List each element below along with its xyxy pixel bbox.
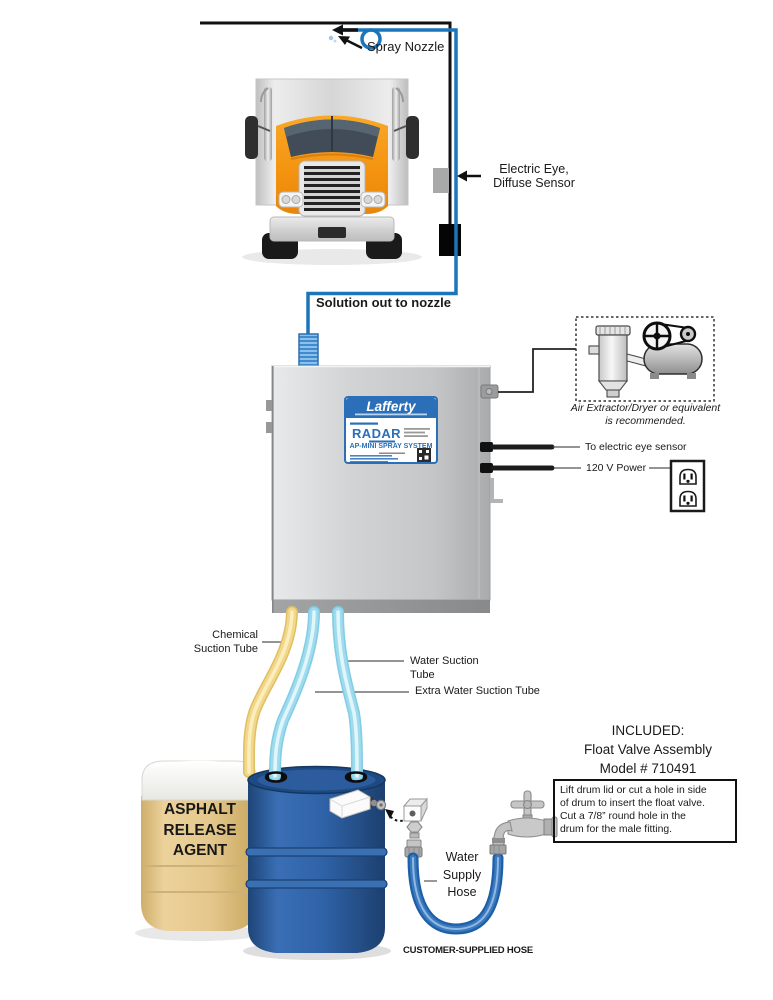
chemical-suction-tube xyxy=(242,606,298,778)
water-supply-hose xyxy=(407,852,504,935)
corrugated-tube xyxy=(298,333,319,369)
power-label: 120 V Power xyxy=(586,462,647,474)
spray-nozzle-arrow xyxy=(338,36,363,50)
float-valve-note-box: Lift drum lid or cut a hole in side of d… xyxy=(553,779,737,843)
truck-illustration xyxy=(242,78,422,265)
unit-label xyxy=(344,396,438,464)
included-item: Float Valve Assembly xyxy=(583,742,713,757)
qr-code xyxy=(417,448,431,462)
unit-system-label: AP-MINI SPRAY SYSTEM xyxy=(349,443,433,450)
water-suction-tube-label: Water Suction Tube xyxy=(410,655,479,681)
air-supply-line xyxy=(498,348,590,393)
license-plate xyxy=(318,227,346,238)
solution-tubing xyxy=(306,28,458,336)
sensor-cable-connector xyxy=(480,442,493,452)
faucet-icon xyxy=(492,790,558,843)
water-suction-tubes xyxy=(264,606,368,783)
extra-water-suction-tube-label: Extra Water Suction Tube xyxy=(415,685,540,697)
control-box xyxy=(266,365,555,613)
male-fitting-parts xyxy=(402,797,429,858)
mounting-frame xyxy=(200,21,452,250)
air-equipment-box xyxy=(575,316,715,402)
spray-nozzle-icon xyxy=(328,24,358,43)
chemical-suction-tube-label: Chemical Suction Tube xyxy=(193,629,258,655)
water-supply-hose-label: Water Supply Hose xyxy=(442,850,482,899)
air-extractor-dryer-icon xyxy=(588,325,647,398)
air-compressor-icon xyxy=(642,321,703,379)
electric-eye-sensor xyxy=(433,168,449,193)
unit-product-label: RADAR xyxy=(352,426,401,441)
float-valve-assembly xyxy=(329,789,387,819)
pointer-lines xyxy=(262,446,671,882)
included-heading: INCLUDED: xyxy=(611,723,685,738)
air-extractor-note: Air Extractor/Dryer or equivalent is rec… xyxy=(570,402,721,427)
spray-nozzle-label: Spray Nozzle xyxy=(367,39,445,54)
right-mirror xyxy=(406,116,419,159)
power-cable-connector xyxy=(480,463,493,473)
power-outlet-icon xyxy=(669,459,706,513)
electric-eye-label: Electric Eye, Diffuse Sensor xyxy=(493,162,575,190)
chemical-drum xyxy=(141,760,258,931)
unit-brand-label: Lafferty xyxy=(366,399,416,414)
customer-supplied-hose-label: CUSTOMER-SUPPLIED HOSE xyxy=(403,945,534,956)
asphalt-drum-label: ASPHALT RELEASE AGENT xyxy=(163,801,237,859)
to-electric-eye-label: To electric eye sensor xyxy=(585,441,687,453)
included-block: INCLUDED: Float Valve Assembly Model # 7… xyxy=(553,721,743,778)
electric-eye-arrow xyxy=(457,170,481,182)
solution-out-label: Solution out to nozzle xyxy=(316,295,452,310)
included-model: Model # 710491 xyxy=(599,761,697,776)
water-drum xyxy=(245,765,388,953)
left-mirror xyxy=(245,116,258,159)
